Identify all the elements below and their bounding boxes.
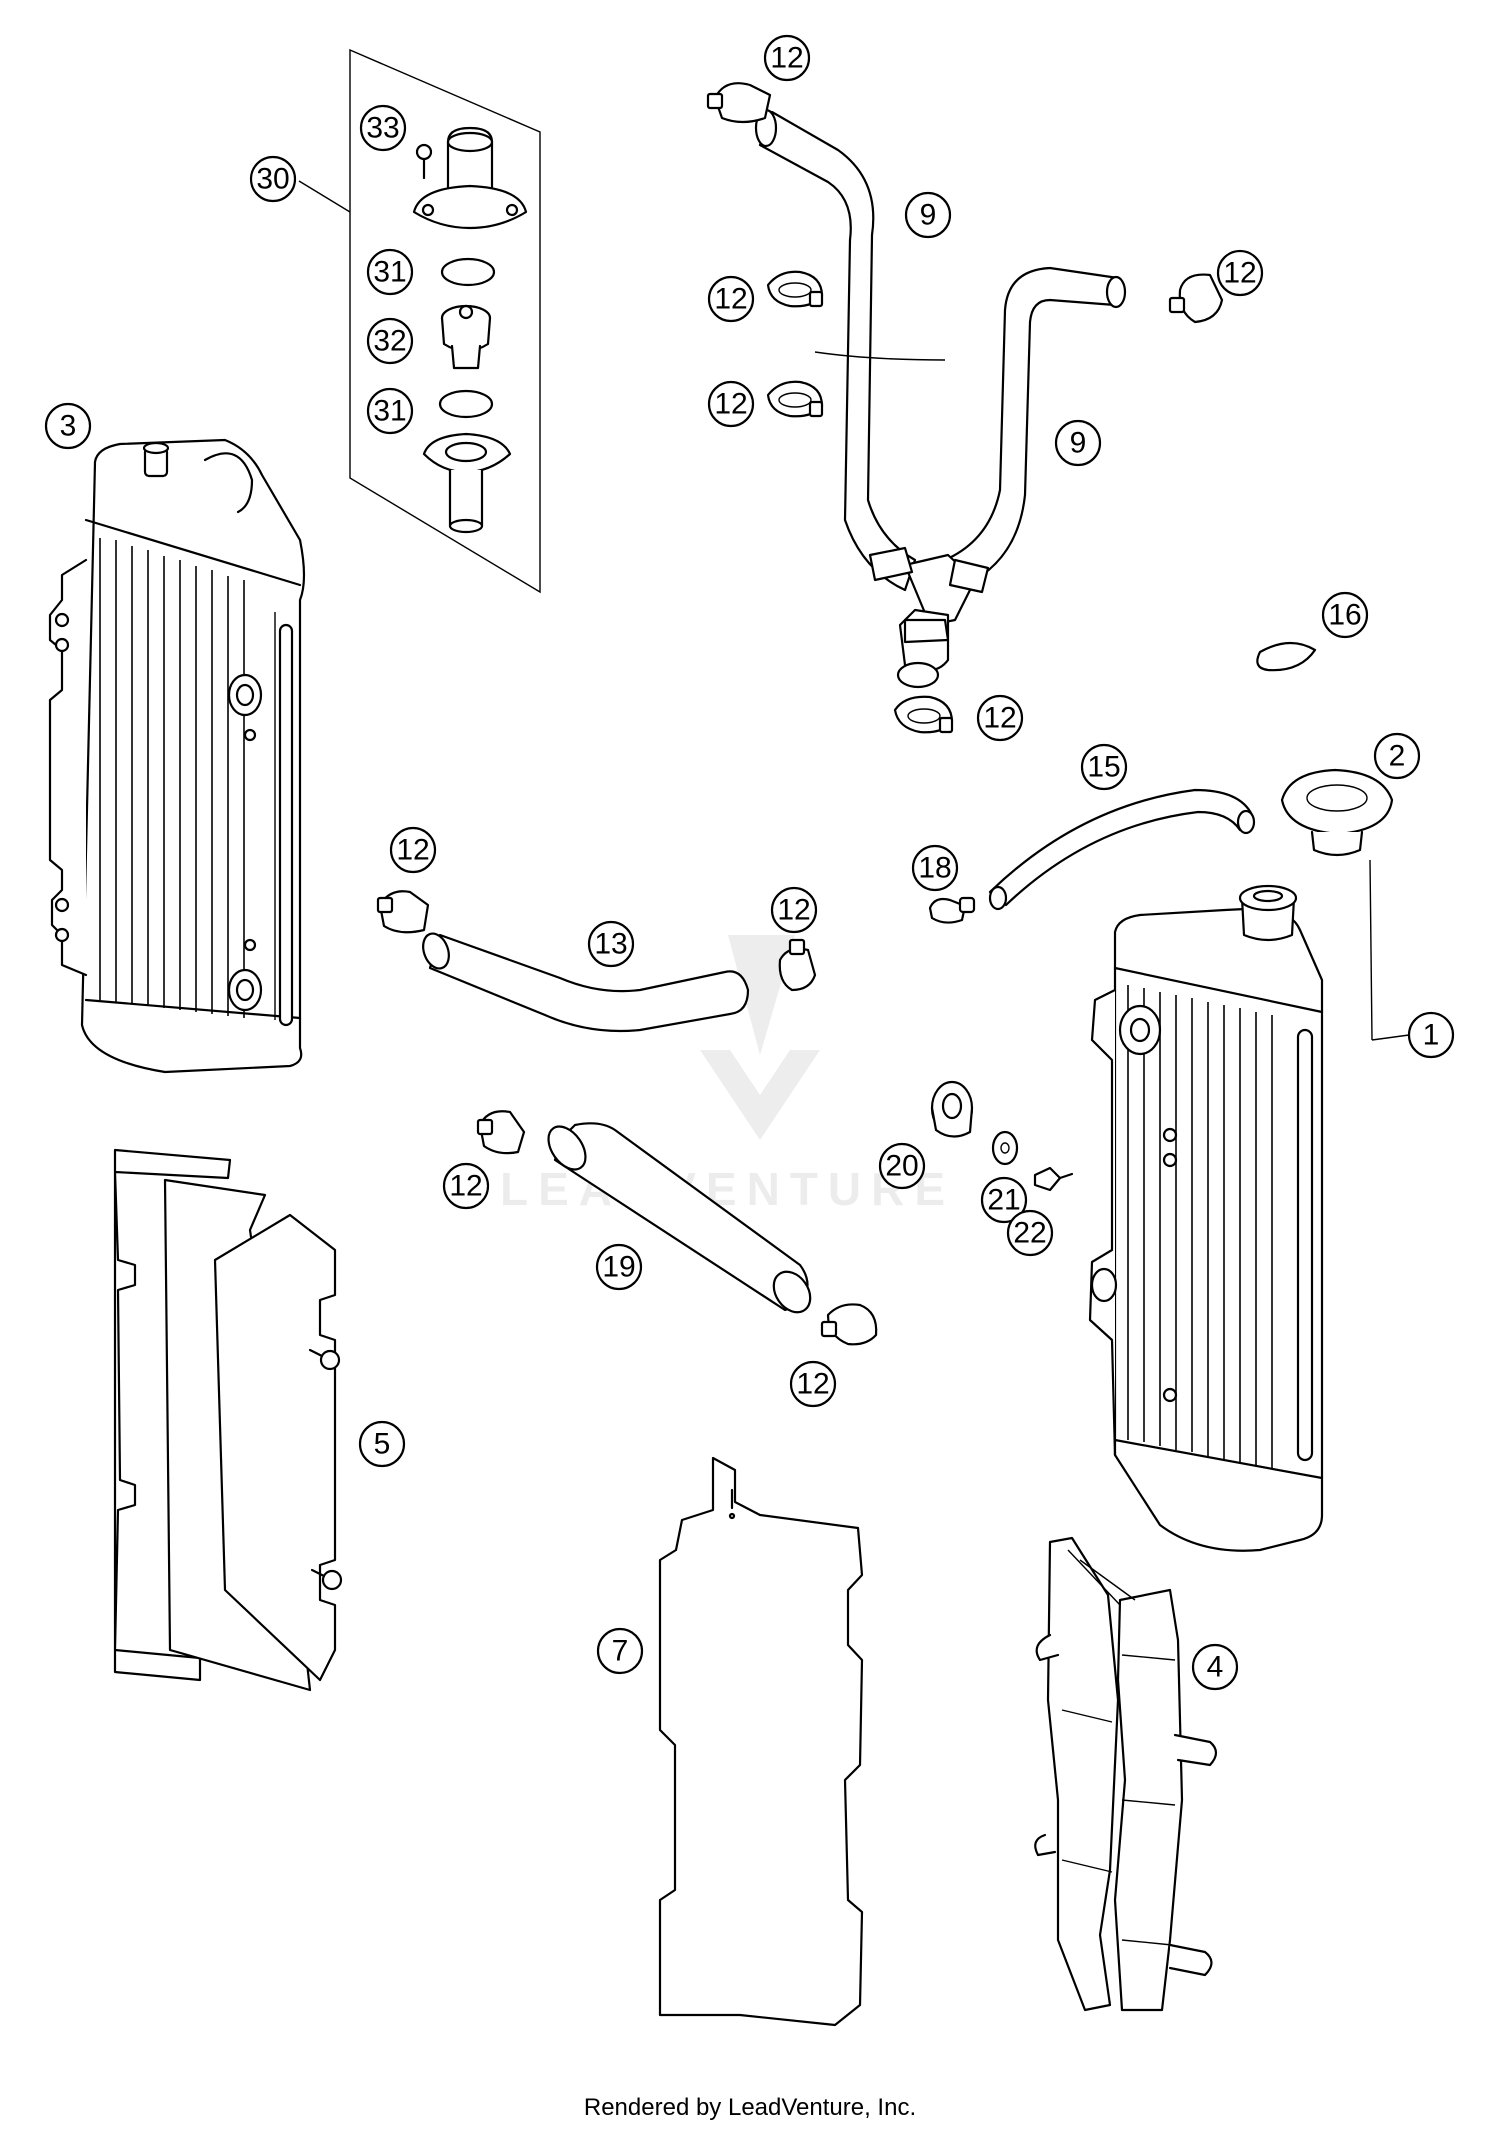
- svg-text:16: 16: [1328, 599, 1361, 632]
- callout-1: 1: [1407, 1011, 1455, 1059]
- callout-19: 19: [595, 1243, 643, 1291]
- callout-12: 12: [707, 380, 755, 428]
- left-radiator-core: [99, 538, 245, 1018]
- watermark-logo: [700, 935, 820, 1140]
- callout-30: 30: [249, 155, 297, 203]
- callout-31: 31: [366, 387, 414, 435]
- callout-31: 31: [366, 248, 414, 296]
- right-radiator: [1088, 768, 1394, 1552]
- hose-fitting-18: [928, 896, 976, 924]
- callout-13: 13: [587, 920, 635, 968]
- svg-text:12: 12: [714, 388, 747, 421]
- svg-text:7: 7: [612, 1635, 629, 1668]
- radiator-guard-4: [1034, 1536, 1218, 2012]
- callout-32: 32: [366, 317, 414, 365]
- callout-3: 3: [44, 402, 92, 450]
- hose-clamps: [376, 82, 1224, 1346]
- svg-text:1: 1: [1423, 1019, 1440, 1052]
- right-radiator-core: [1127, 985, 1273, 1468]
- svg-text:33: 33: [366, 112, 399, 145]
- svg-text:12: 12: [983, 702, 1016, 735]
- callout-21: 21: [980, 1176, 1028, 1224]
- callout-2: 2: [1373, 732, 1421, 780]
- callout-7: 7: [596, 1627, 644, 1675]
- callout-15: 15: [1080, 743, 1128, 791]
- svg-text:12: 12: [449, 1170, 482, 1203]
- callout-22: 22: [1006, 1209, 1054, 1257]
- callout-33: 33: [359, 104, 407, 152]
- callout-12: 12: [763, 34, 811, 82]
- hose-19: [547, 1122, 812, 1314]
- svg-text:12: 12: [796, 1368, 829, 1401]
- svg-text:4: 4: [1207, 1651, 1224, 1684]
- callout-9: 9: [904, 191, 952, 239]
- svg-text:15: 15: [1087, 751, 1120, 784]
- svg-text:18: 18: [918, 852, 951, 885]
- callout-12: 12: [770, 886, 818, 934]
- callout-12: 12: [976, 694, 1024, 742]
- spring-clip-16: [1256, 641, 1317, 672]
- svg-text:32: 32: [373, 325, 406, 358]
- svg-text:12: 12: [770, 42, 803, 75]
- svg-text:19: 19: [602, 1251, 635, 1284]
- callout-12: 12: [707, 275, 755, 323]
- callout-18: 18: [911, 844, 959, 892]
- svg-text:31: 31: [373, 395, 406, 428]
- svg-text:9: 9: [1070, 427, 1087, 460]
- thermostat-kit-panel: [349, 48, 541, 594]
- footer-credit: Rendered by LeadVenture, Inc.: [583, 2094, 917, 2121]
- callout-16: 16: [1321, 591, 1369, 639]
- svg-text:9: 9: [920, 199, 937, 232]
- svg-text:3: 3: [60, 410, 77, 443]
- callout-12: 12: [442, 1162, 490, 1210]
- callout-20: 20: [878, 1142, 926, 1190]
- callout-9: 9: [1054, 419, 1102, 467]
- svg-text:12: 12: [714, 283, 747, 316]
- svg-text:31: 31: [373, 256, 406, 289]
- svg-text:12: 12: [396, 834, 429, 867]
- svg-text:2: 2: [1389, 740, 1406, 773]
- svg-text:13: 13: [594, 928, 627, 961]
- left-radiator: [48, 438, 306, 1074]
- leader-lines: [298, 180, 1410, 1041]
- hose-13: [422, 932, 750, 1033]
- radiator-guard-5: [113, 1148, 343, 1692]
- callout-12: 12: [1216, 249, 1264, 297]
- svg-text:12: 12: [1223, 257, 1256, 290]
- breather-hose-15: [988, 788, 1256, 911]
- callout-12: 12: [389, 826, 437, 874]
- callout-4: 4: [1191, 1643, 1239, 1691]
- svg-text:30: 30: [256, 163, 289, 196]
- mount-hardware: [930, 1080, 1074, 1192]
- callout-5: 5: [358, 1420, 406, 1468]
- svg-text:20: 20: [885, 1150, 918, 1183]
- svg-text:5: 5: [374, 1428, 391, 1461]
- callout-12: 12: [789, 1360, 837, 1408]
- filter-panel-7: [658, 1456, 864, 2027]
- svg-text:21: 21: [987, 1184, 1020, 1217]
- svg-text:22: 22: [1013, 1217, 1046, 1250]
- upper-hoses: [754, 108, 1127, 689]
- svg-text:12: 12: [777, 894, 810, 927]
